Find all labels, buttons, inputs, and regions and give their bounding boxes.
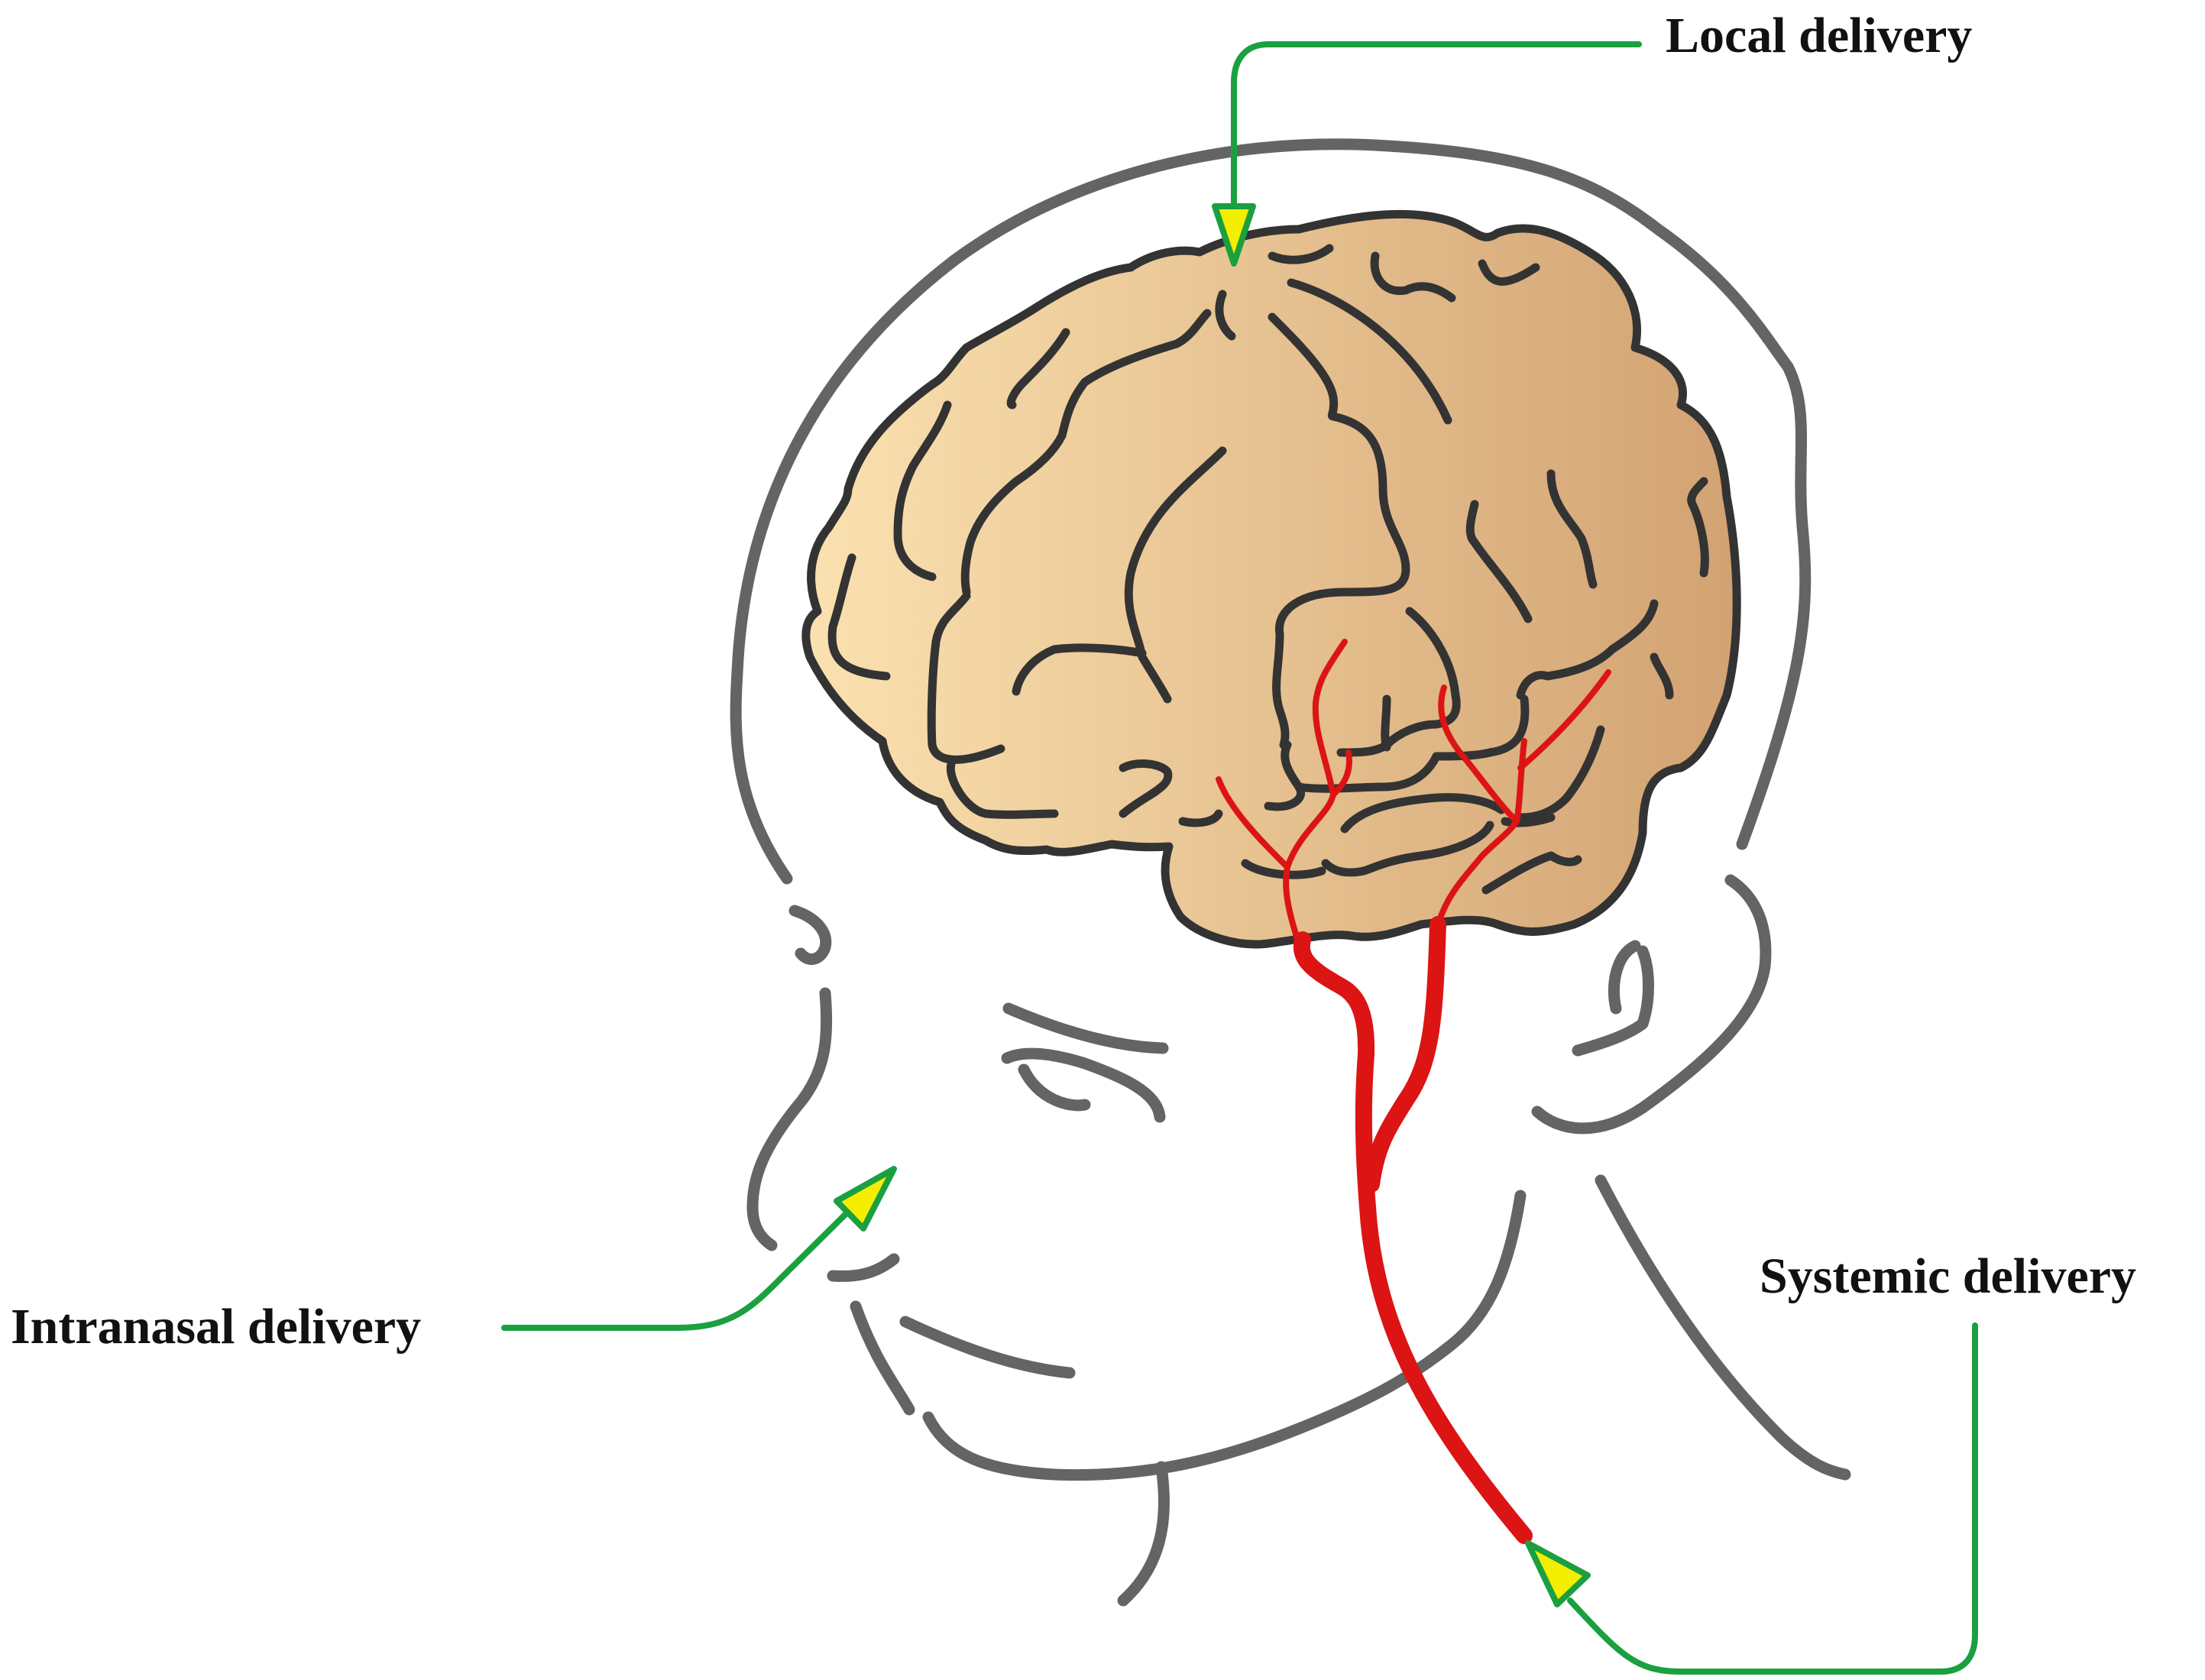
systemic-delivery-arrowhead <box>1525 1540 1591 1607</box>
local-delivery-route <box>1212 41 1642 267</box>
jaw-outline <box>922 1190 1527 1481</box>
head-outline <box>730 138 1851 1607</box>
cerebral-branches <box>1216 639 1611 947</box>
main-artery <box>1293 931 1533 1544</box>
vertebral-branch <box>1363 916 1446 1193</box>
eye-lower-lid <box>1018 1063 1091 1112</box>
mouth-line <box>899 1316 1076 1379</box>
systemic-delivery-label: Systemic delivery <box>1760 1248 2136 1304</box>
eye-upper-lid <box>1001 1047 1166 1123</box>
skull-outline <box>730 138 1812 885</box>
neck-front <box>1117 1461 1170 1607</box>
systemic-delivery-line <box>1567 1322 1978 1675</box>
ear-inner <box>1572 940 1654 1057</box>
eyebrow <box>1002 1002 1169 1054</box>
local-delivery-line <box>1231 41 1642 208</box>
lower-face-chin <box>850 1300 915 1416</box>
local-delivery-label: Local delivery <box>1666 8 1972 63</box>
intranasal-delivery-arrowhead <box>834 1166 897 1232</box>
intranasal-delivery-label: Intranasal delivery <box>11 1299 421 1355</box>
systemic-delivery-route <box>1525 1322 1978 1675</box>
carotid-artery-tree <box>1216 639 1611 1544</box>
upper-lip <box>827 1253 900 1282</box>
local-delivery-arrowhead <box>1212 203 1256 267</box>
nose-outline <box>746 987 833 1251</box>
ear-outer <box>1531 874 1772 1135</box>
neck-back <box>1595 1174 1851 1481</box>
brain-illustration <box>801 209 1741 949</box>
brain-sulci <box>827 244 1709 895</box>
brain-outline <box>801 209 1741 949</box>
intranasal-delivery-line <box>501 1210 850 1331</box>
forehead-bump <box>788 905 832 965</box>
intranasal-delivery-route <box>501 1166 897 1331</box>
